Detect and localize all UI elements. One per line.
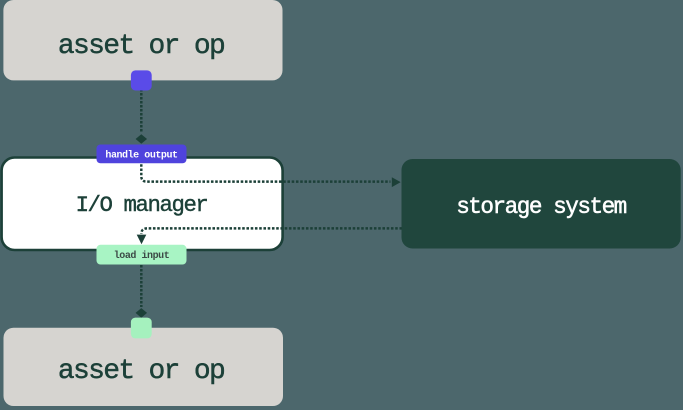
svg-text:handle output: handle output [105,150,178,162]
svg-text:load input: load input [114,250,170,262]
svg-text:storage system: storage system [456,194,626,220]
svg-text:asset or op: asset or op [58,31,224,62]
svg-text:asset or op: asset or op [58,356,224,387]
svg-text:I/O manager: I/O manager [76,192,208,218]
